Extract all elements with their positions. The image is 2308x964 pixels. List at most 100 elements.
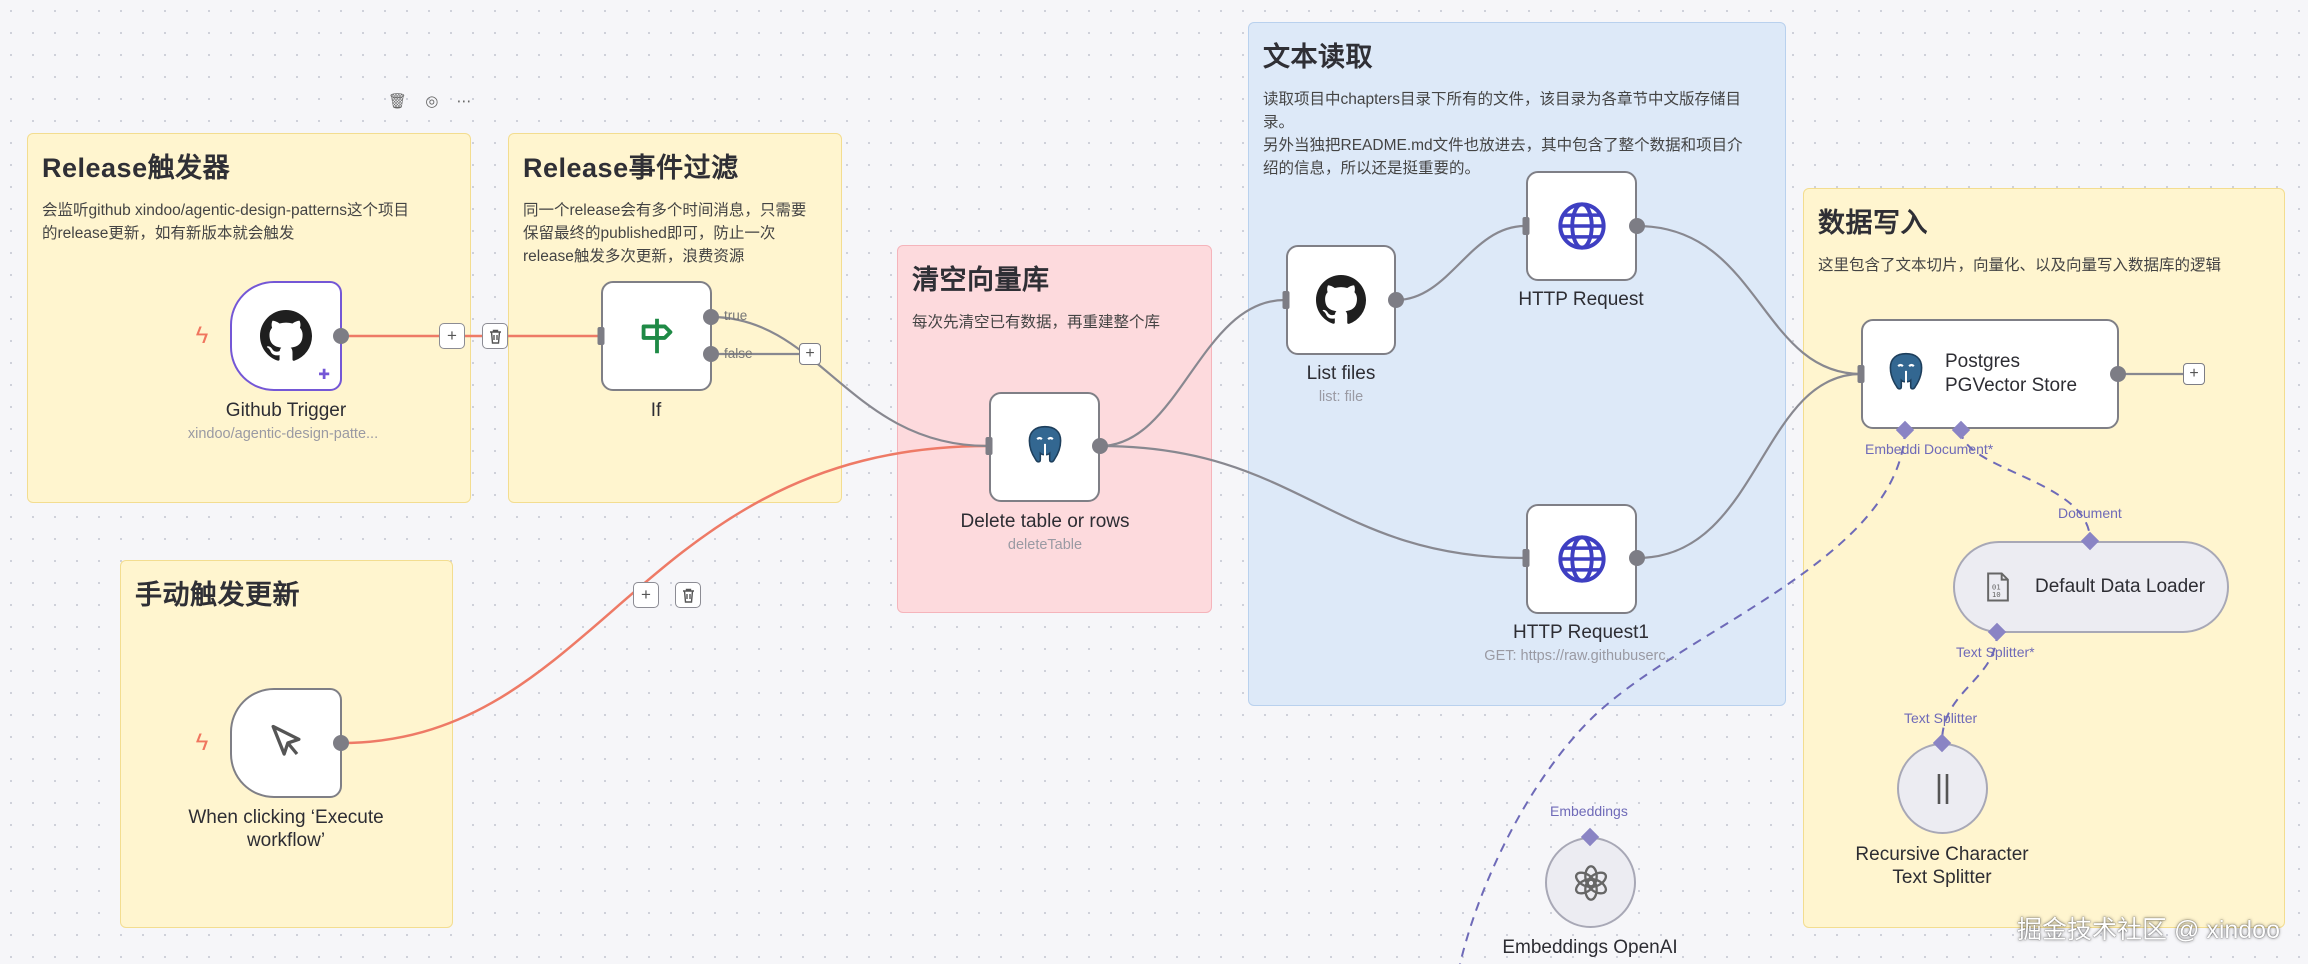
delete-connection-button[interactable] — [482, 323, 508, 349]
add-node-button[interactable]: + — [799, 343, 821, 365]
postgres-icon — [1889, 352, 1923, 390]
output-handle[interactable] — [2110, 366, 2126, 382]
sticky-title: Release事件过滤 — [523, 153, 739, 183]
sticky-body: 读取项目中chapters目录下所有的文件，该目录为各章节中文版存储目 录。 另… — [1263, 91, 1743, 177]
node-subtitle: list: file — [1318, 389, 1364, 405]
node-http-request-1[interactable] — [1526, 504, 1637, 614]
output-handle[interactable] — [333, 328, 349, 344]
output-handle[interactable] — [1629, 218, 1645, 234]
github-icon — [1316, 275, 1366, 324]
delete-icon[interactable]: 🗑 — [388, 93, 408, 110]
output-handle[interactable] — [1629, 550, 1645, 566]
wire-list-files-to-http1[interactable] — [1395, 224, 1526, 302]
sticky-release-trigger[interactable]: Release触发器 会监听github xindoo/agentic-desi… — [27, 133, 471, 503]
port-label-document-out: Document — [2058, 505, 2122, 521]
node-label: Delete table or rows — [960, 511, 1130, 532]
globe-icon — [1557, 202, 1606, 250]
sticky-title: 数据写入 — [1818, 208, 1928, 238]
input-handle[interactable] — [597, 327, 605, 345]
node-github-trigger[interactable]: ✚ — [230, 281, 342, 391]
port-label-embedding: Embeddi — [1865, 441, 1921, 457]
node-subtitle: xindoo/agentic-design-patte... — [187, 426, 379, 442]
output-handle[interactable] — [1388, 292, 1404, 308]
wire-delete-to-list-files[interactable] — [1099, 298, 1286, 448]
port-label-embeddings: Embeddings — [1550, 803, 1628, 819]
port-label-document: Document* — [1924, 441, 1994, 457]
wire-delete-to-http2[interactable] — [1099, 444, 1526, 560]
node-label: HTTP Request — [1518, 289, 1644, 310]
node-label: Github Trigger — [225, 400, 347, 421]
node-label: List files — [1306, 363, 1376, 384]
output-handle-true[interactable] — [703, 309, 719, 325]
postgres-icon — [1028, 425, 1061, 463]
add-node-button[interactable]: + — [439, 323, 465, 349]
sticky-toolbar: 🗑 ◎ ⋯ — [388, 92, 471, 110]
input-handle[interactable] — [1857, 365, 1865, 383]
cursor-icon — [271, 724, 301, 756]
node-manual-trigger[interactable] — [230, 688, 342, 798]
port-label-false: false — [724, 346, 753, 361]
input-handle[interactable] — [1522, 217, 1530, 235]
trash-icon — [489, 329, 501, 344]
more-icon[interactable]: ⋯ — [456, 93, 472, 110]
node-label: Postgres PGVector Store — [1945, 351, 2078, 396]
wire-http1-to-pgvector[interactable] — [1636, 224, 1862, 376]
wire-if-true-to-delete[interactable] — [710, 315, 989, 448]
sticky-title: Release触发器 — [42, 153, 231, 183]
openai-icon — [1574, 864, 1607, 901]
output-handle-false[interactable] — [703, 346, 719, 362]
delete-connection-button[interactable] — [675, 582, 701, 608]
sticky-title: 清空向量库 — [912, 265, 1050, 295]
output-handle[interactable] — [1092, 438, 1108, 454]
node-text-splitter[interactable] — [1897, 743, 1988, 834]
node-label: If — [650, 400, 662, 421]
add-node-button[interactable]: + — [633, 582, 659, 608]
port-label-text-splitter-req: Text Splitter* — [1956, 644, 2035, 660]
color-icon[interactable]: ◎ — [425, 93, 439, 110]
node-list-files[interactable] — [1286, 245, 1396, 355]
watermark: 掘金技术社区 @ xindoo — [2017, 916, 2280, 944]
pin-icon: ✚ — [318, 366, 330, 382]
wire-embeddings[interactable] — [1459, 429, 1906, 964]
svg-text:10: 10 — [1992, 590, 2001, 599]
input-handle[interactable] — [985, 437, 993, 455]
port-label-text-splitter: Text Splitter — [1904, 710, 1978, 726]
trigger-bolt-icon: ϟ — [195, 729, 209, 756]
sticky-body: 同一个release会有多个时间消息，只需要 保留最终的published即可，… — [523, 202, 807, 265]
globe-icon — [1557, 535, 1606, 583]
node-pgvector-store[interactable]: Postgres PGVector Store — [1861, 319, 2119, 429]
node-http-request[interactable] — [1526, 171, 1637, 281]
node-subtitle: GET: https://raw.githubuserc... — [1484, 648, 1678, 664]
node-if[interactable] — [601, 281, 712, 391]
port-label-true: true — [724, 308, 748, 323]
sticky-body: 会监听github xindoo/agentic-design-patterns… — [42, 202, 410, 242]
sticky-body: 这里包含了文本切片，向量化、以及向量写入数据库的逻辑 — [1818, 257, 2222, 274]
trigger-bolt-icon: ϟ — [195, 322, 209, 349]
input-handle[interactable] — [1522, 549, 1530, 567]
node-delete-table[interactable] — [989, 392, 1100, 502]
node-label: Recursive Character Text Splitter — [1855, 844, 2029, 888]
input-handle[interactable] — [1282, 291, 1290, 309]
node-label: When clicking ‘Execute workflow’ — [188, 807, 384, 851]
add-node-button[interactable]: + — [2183, 363, 2205, 385]
github-icon — [260, 310, 312, 361]
node-label: Embeddings OpenAI — [1502, 937, 1678, 958]
node-label: Default Data Loader — [2035, 576, 2206, 597]
node-subtitle: deleteTable — [1007, 537, 1083, 553]
node-embeddings-openai[interactable] — [1545, 837, 1636, 928]
svg-text:01: 01 — [1992, 582, 2001, 591]
sticky-title: 文本读取 — [1263, 42, 1373, 72]
sticky-title: 手动触发更新 — [135, 580, 300, 610]
sticky-read-text[interactable]: 文本读取 读取项目中chapters目录下所有的文件，该目录为各章节中文版存储目… — [1248, 22, 1786, 706]
sticky-body: 每次先清空已有数据，再重建整个库 — [912, 314, 1161, 331]
wire-http2-to-pgvector[interactable] — [1636, 372, 1862, 560]
signpost-icon — [641, 318, 672, 354]
wire-document-to-loader[interactable] — [1960, 429, 2091, 541]
output-handle[interactable] — [333, 735, 349, 751]
split-bars-icon — [1937, 773, 1948, 804]
trash-icon — [682, 588, 694, 603]
wire-manual-to-delete[interactable] — [340, 444, 989, 745]
